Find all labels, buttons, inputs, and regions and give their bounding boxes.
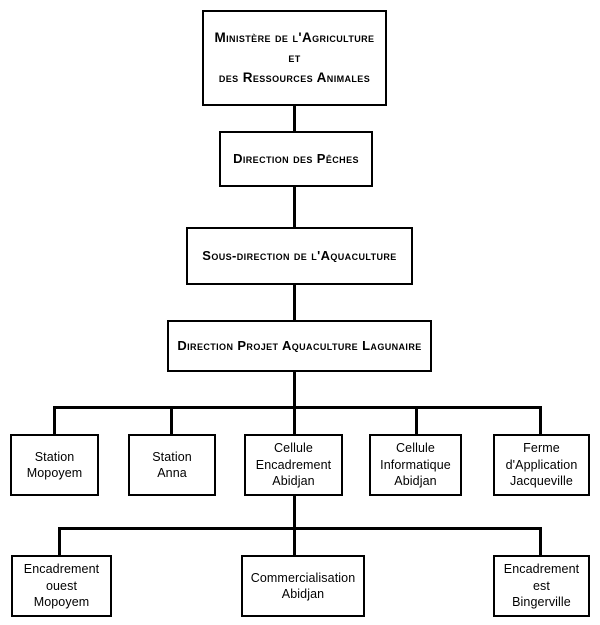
- connector-drop-encadrement-ouest: [58, 527, 61, 555]
- connector-drop-cellule-informatique: [415, 406, 418, 434]
- connector-encadrement-trunk: [293, 496, 296, 529]
- connector-drop-cellule-encadrement: [293, 406, 296, 434]
- node-encadrement-est-bingerville: Encadrement est Bingerville: [493, 555, 590, 617]
- node-direction-projet-aquaculture-lagunaire: Direction Projet Aquaculture Lagunaire: [167, 320, 432, 372]
- node-label: Cellule Encadrement Abidjan: [255, 441, 332, 489]
- node-label: Ministère de l'Agriculture et des Ressou…: [214, 29, 375, 86]
- node-station-anna: Station Anna: [128, 434, 216, 496]
- node-commercialisation-abidjan: Commercialisation Abidjan: [241, 555, 365, 617]
- node-ferme-application-jacqueville: Ferme d'Application Jacqueville: [493, 434, 590, 496]
- connector-drop-encadrement-est: [539, 527, 542, 555]
- connector-peches-to-sous-direction: [293, 187, 296, 227]
- connector-sous-direction-to-projet: [293, 285, 296, 320]
- connector-bus-level5: [53, 406, 542, 409]
- node-label: Commercialisation Abidjan: [250, 570, 356, 602]
- node-label: Encadrement ouest Mopoyem: [23, 562, 100, 610]
- node-cellule-encadrement-abidjan: Cellule Encadrement Abidjan: [244, 434, 343, 496]
- node-label: Direction des Pêches: [233, 151, 359, 167]
- connector-drop-commercialisation: [293, 527, 296, 555]
- connector-drop-station-mopoyem: [53, 406, 56, 434]
- node-label: Sous-direction de l'Aquaculture: [202, 248, 397, 264]
- connector-ministere-to-peches: [293, 106, 296, 132]
- node-label: Station Anna: [152, 449, 192, 481]
- node-label: Station Mopoyem: [26, 449, 83, 481]
- node-label: Encadrement est Bingerville: [503, 562, 580, 610]
- node-direction-peches: Direction des Pêches: [219, 131, 373, 187]
- node-cellule-informatique-abidjan: Cellule Informatique Abidjan: [369, 434, 462, 496]
- connector-drop-station-anna: [170, 406, 173, 434]
- node-label: Cellule Informatique Abidjan: [380, 441, 451, 489]
- connector-drop-ferme-application: [539, 406, 542, 434]
- node-station-mopoyem: Station Mopoyem: [10, 434, 99, 496]
- node-label: Ferme d'Application Jacqueville: [505, 441, 578, 489]
- node-encadrement-ouest-mopoyem: Encadrement ouest Mopoyem: [11, 555, 112, 617]
- node-sous-direction-aquaculture: Sous-direction de l'Aquaculture: [186, 227, 413, 285]
- node-ministere-agriculture: Ministère de l'Agriculture et des Ressou…: [202, 10, 387, 106]
- node-label: Direction Projet Aquaculture Lagunaire: [177, 338, 422, 354]
- connector-projet-trunk: [293, 372, 296, 408]
- connector-bus-level6: [58, 527, 542, 530]
